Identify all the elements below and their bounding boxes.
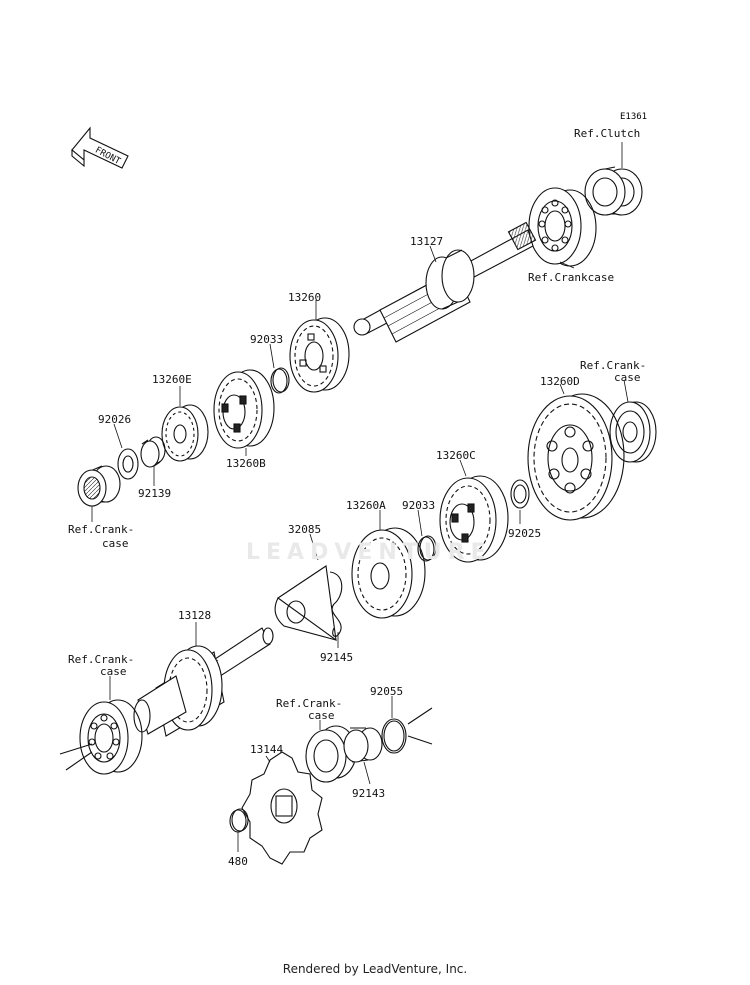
label-92143: 92143 (352, 787, 386, 800)
bushing-92139 (140, 436, 166, 468)
label-13260A: 13260A (346, 499, 386, 512)
gear-13260A (351, 527, 426, 619)
label-92145: 92145 (320, 651, 354, 664)
crankcase-ball-bearing-top (528, 187, 597, 267)
label-ref-crankcase-top: Ref.Crankcase (528, 271, 615, 284)
label-ref-crank-right-2: case (614, 371, 641, 384)
label-ref-crank-low-mid-1: Ref.Crank- (276, 697, 343, 710)
label-13127: 13127 (410, 235, 444, 248)
gear-13260E (161, 404, 209, 462)
washer-92026 (117, 448, 139, 480)
label-92033-top: 92033 (250, 333, 284, 346)
label-92033-mid: 92033 (402, 499, 436, 512)
needle-bearing-left (77, 465, 121, 507)
plate-32085 (274, 565, 337, 642)
clutch-ref-bearing (584, 166, 643, 216)
collar-92143 (343, 727, 383, 763)
gear-13260 (289, 317, 350, 393)
label-ref-crank-low-left-2: case (100, 665, 127, 678)
gear-13260B (213, 369, 275, 449)
label-13260E: 13260E (152, 373, 192, 386)
ball-bearing-lower-left (79, 699, 143, 775)
label-13260D: 13260D (540, 375, 580, 388)
leader-lines (91, 142, 629, 852)
label-92026: 92026 (98, 413, 132, 426)
circlip-92033-top (270, 367, 290, 394)
gear-13260C (439, 475, 509, 563)
label-ref-crank-left-1: Ref.Crank- (68, 523, 135, 536)
label-ref-crank-left-2: case (102, 537, 129, 550)
label-13128: 13128 (178, 609, 212, 622)
watermark: LEADVENTURE (246, 540, 492, 565)
label-13260B: 13260B (226, 457, 266, 470)
label-ref-crank-right-1: Ref.Crank- (580, 359, 647, 372)
label-92025: 92025 (508, 527, 542, 540)
label-480: 480 (228, 855, 248, 868)
label-ref-clutch: Ref.Clutch (574, 127, 641, 140)
washer-92025 (510, 479, 530, 509)
label-ref-crank-low-left-1: Ref.Crank- (68, 653, 135, 666)
label-13144: 13144 (250, 743, 284, 756)
spring-92145 (329, 571, 343, 637)
label-32085: 32085 (288, 523, 322, 536)
ball-bearing-right (609, 401, 657, 463)
footer-credit: Rendered by LeadVenture, Inc. (282, 962, 468, 976)
label-92139: 92139 (138, 487, 172, 500)
label-ref-crank-low-mid-2: case (308, 709, 335, 722)
gear-13260D (527, 393, 625, 521)
diagram-code: E1361 (620, 112, 648, 122)
sprocket-13144 (241, 751, 323, 865)
label-13260: 13260 (288, 291, 322, 304)
indicator-lines-left (59, 743, 93, 771)
label-13260C: 13260C (436, 449, 476, 462)
oil-seal-ref-crankcase (305, 725, 357, 783)
label-92055: 92055 (370, 685, 404, 698)
input-shaft-13127 (353, 221, 537, 343)
indicator-lines-right (407, 707, 433, 745)
output-shaft-13128 (133, 627, 274, 737)
front-arrow-icon (71, 126, 129, 169)
o-ring-92055 (381, 718, 407, 754)
circlip-480 (229, 808, 249, 833)
